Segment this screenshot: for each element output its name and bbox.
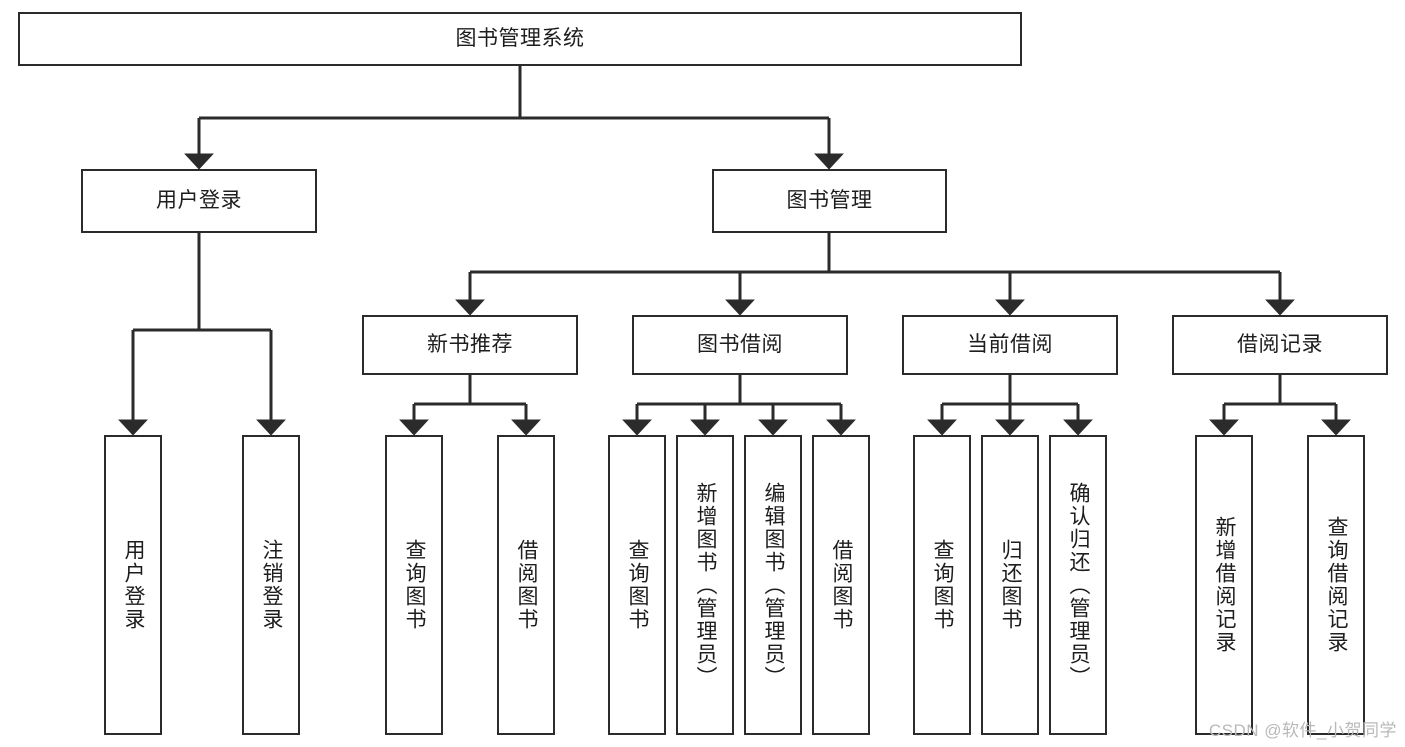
node-book-manage[interactable]: 图书管理 xyxy=(712,169,947,233)
node-book-manage-label: 图书管理 xyxy=(786,189,873,213)
node-leaf-borrow-book-1[interactable]: 借阅图书 xyxy=(497,435,555,735)
node-leaf-edit-book[interactable]: 编辑图书（管理员） xyxy=(744,435,802,735)
node-leaf-confirm-return[interactable]: 确认归还（管理员） xyxy=(1049,435,1107,735)
node-leaf-logout-login[interactable]: 注销登录 xyxy=(242,435,300,735)
node-root-label: 图书管理系统 xyxy=(455,27,585,51)
node-leaf-query-book-3[interactable]: 查询图书 xyxy=(913,435,971,735)
node-leaf-add-book-label: 新增图书（管理员） xyxy=(694,481,718,689)
node-leaf-add-book[interactable]: 新增图书（管理员） xyxy=(676,435,734,735)
node-leaf-borrow-book-2[interactable]: 借阅图书 xyxy=(812,435,870,735)
node-current-borrow[interactable]: 当前借阅 xyxy=(902,315,1118,375)
csdn-watermark: CSDN @软件_小贺同学 xyxy=(1208,721,1397,740)
node-leaf-user-login-label: 用户登录 xyxy=(122,539,146,631)
node-leaf-borrow-book-2-label: 借阅图书 xyxy=(830,539,854,631)
node-book-borrow[interactable]: 图书借阅 xyxy=(632,315,848,375)
node-current-borrow-label: 当前借阅 xyxy=(967,333,1053,357)
node-leaf-edit-book-label: 编辑图书（管理员） xyxy=(762,481,786,689)
node-new-book-recommend-label: 新书推荐 xyxy=(427,333,513,357)
node-leaf-query-record[interactable]: 查询借阅记录 xyxy=(1307,435,1365,735)
node-leaf-return-book-label: 归还图书 xyxy=(999,539,1023,631)
node-user-login[interactable]: 用户登录 xyxy=(81,169,317,233)
node-leaf-query-record-label: 查询借阅记录 xyxy=(1325,516,1349,654)
node-leaf-query-book-3-label: 查询图书 xyxy=(931,539,955,631)
node-leaf-user-login[interactable]: 用户登录 xyxy=(104,435,162,735)
node-book-borrow-label: 图书借阅 xyxy=(697,333,783,357)
node-new-book-recommend[interactable]: 新书推荐 xyxy=(362,315,578,375)
node-leaf-add-record[interactable]: 新增借阅记录 xyxy=(1195,435,1253,735)
node-leaf-logout-login-label: 注销登录 xyxy=(260,539,284,631)
node-leaf-query-book-2-label: 查询图书 xyxy=(626,539,650,631)
node-leaf-return-book[interactable]: 归还图书 xyxy=(981,435,1039,735)
node-leaf-query-book-1[interactable]: 查询图书 xyxy=(385,435,443,735)
node-root[interactable]: 图书管理系统 xyxy=(18,12,1022,66)
node-borrow-record[interactable]: 借阅记录 xyxy=(1172,315,1388,375)
node-borrow-record-label: 借阅记录 xyxy=(1237,333,1323,357)
node-leaf-query-book-2[interactable]: 查询图书 xyxy=(608,435,666,735)
node-leaf-confirm-return-label: 确认归还（管理员） xyxy=(1067,481,1091,689)
node-user-login-label: 用户登录 xyxy=(156,189,242,213)
node-leaf-add-record-label: 新增借阅记录 xyxy=(1213,516,1237,654)
node-leaf-borrow-book-1-label: 借阅图书 xyxy=(515,539,539,631)
node-leaf-query-book-1-label: 查询图书 xyxy=(403,539,427,631)
